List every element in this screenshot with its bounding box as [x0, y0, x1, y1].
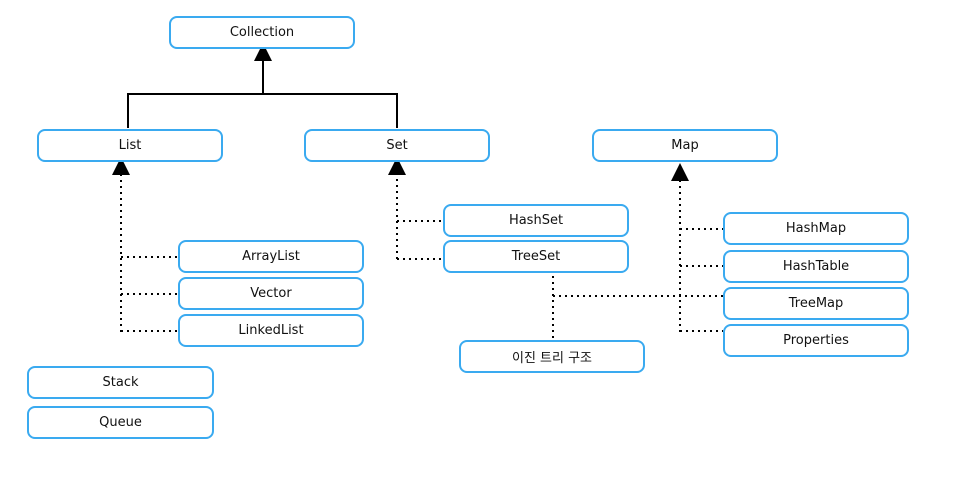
linkedlist-label: LinkedList: [238, 323, 304, 338]
stack-node: Stack: [27, 366, 214, 399]
binary-tree-label: 이진 트리 구조: [511, 351, 593, 366]
hashmap-node: HashMap: [723, 212, 909, 245]
inheritance-lines: [127, 43, 398, 128]
queue-node: Queue: [27, 406, 214, 439]
hashtable-node: HashTable: [723, 250, 909, 283]
hashset-node: HashSet: [443, 204, 629, 237]
hashtable-label: HashTable: [782, 259, 850, 274]
set-label: Set: [386, 138, 408, 153]
arraylist-node: ArrayList: [178, 240, 364, 273]
collection-label: Collection: [229, 25, 295, 40]
arraylist-label: ArrayList: [242, 249, 300, 264]
treeset-label: TreeSet: [511, 249, 561, 264]
collection-node: Collection: [169, 16, 355, 49]
queue-label: Queue: [99, 415, 142, 430]
list-label: List: [118, 138, 142, 153]
treeset-node: TreeSet: [443, 240, 629, 273]
vector-label: Vector: [250, 286, 292, 301]
hashset-label: HashSet: [508, 213, 564, 228]
linkedlist-node: LinkedList: [178, 314, 364, 347]
list-node: List: [37, 129, 223, 162]
set-node: Set: [304, 129, 490, 162]
binary-tree-node: 이진 트리 구조: [459, 340, 645, 373]
properties-node: Properties: [723, 324, 909, 357]
vector-node: Vector: [178, 277, 364, 310]
map-label: Map: [671, 138, 699, 153]
implementation-lines: [112, 157, 723, 341]
treemap-node: TreeMap: [723, 287, 909, 320]
treemap-label: TreeMap: [788, 296, 844, 311]
map-node: Map: [592, 129, 778, 162]
stack-label: Stack: [102, 375, 139, 390]
hashmap-label: HashMap: [785, 221, 847, 236]
properties-label: Properties: [783, 333, 849, 348]
